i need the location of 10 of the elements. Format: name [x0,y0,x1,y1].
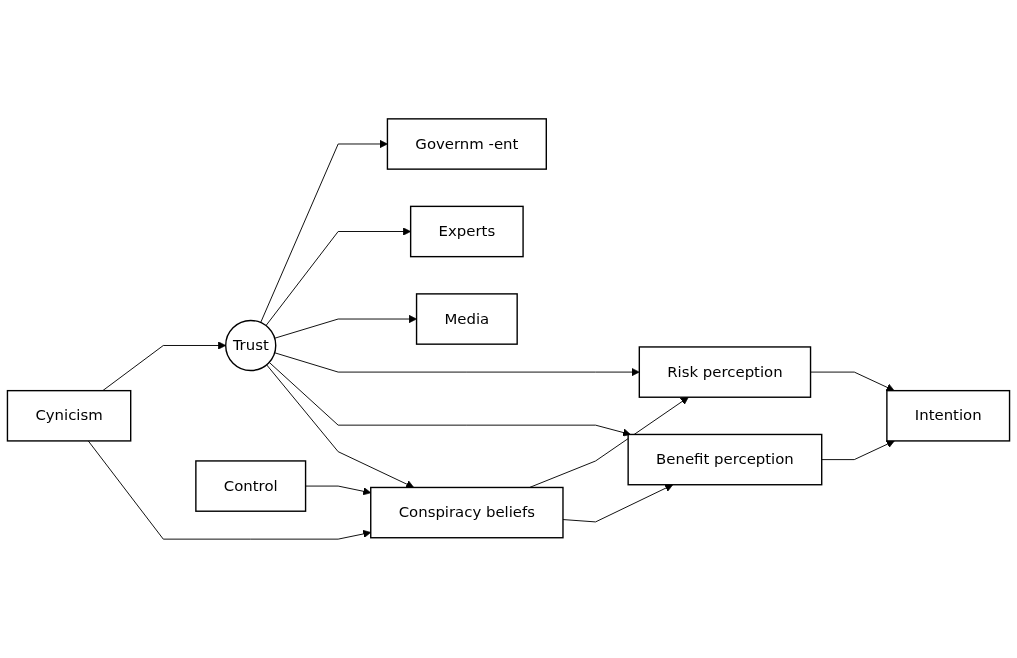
node-box: Risk perception [638,346,812,398]
node-box: Benefit perception [627,433,823,486]
node-box: Experts [409,205,524,258]
node-circle: Trust [225,319,277,372]
node-box: Intention [886,389,1011,442]
node-box: Cynicism [6,389,132,442]
node-box: Conspiracy beliefs [370,486,564,539]
node-box: Governm -ent [386,118,547,170]
node-box: Media [415,293,518,345]
node-box: Control [195,460,307,512]
